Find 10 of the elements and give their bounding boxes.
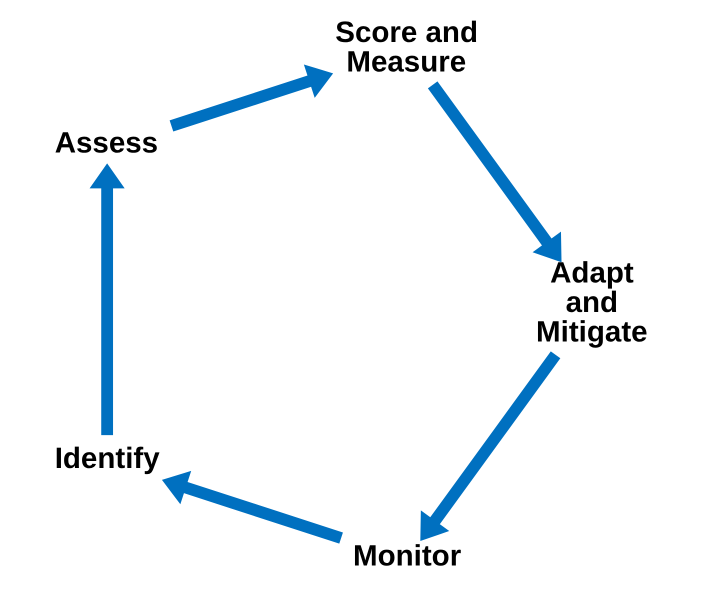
- node-text: Assess: [54, 126, 158, 160]
- node-text: Adapt and Mitigate: [536, 256, 648, 348]
- node-text: Identify: [54, 442, 160, 475]
- arrow: [162, 470, 343, 544]
- arrow: [428, 81, 562, 262]
- node-text: Monitor: [353, 539, 462, 572]
- arrow: [420, 351, 560, 541]
- node-text: Score and Measure: [335, 16, 478, 79]
- arrow: [170, 64, 334, 132]
- arrow: [90, 163, 125, 436]
